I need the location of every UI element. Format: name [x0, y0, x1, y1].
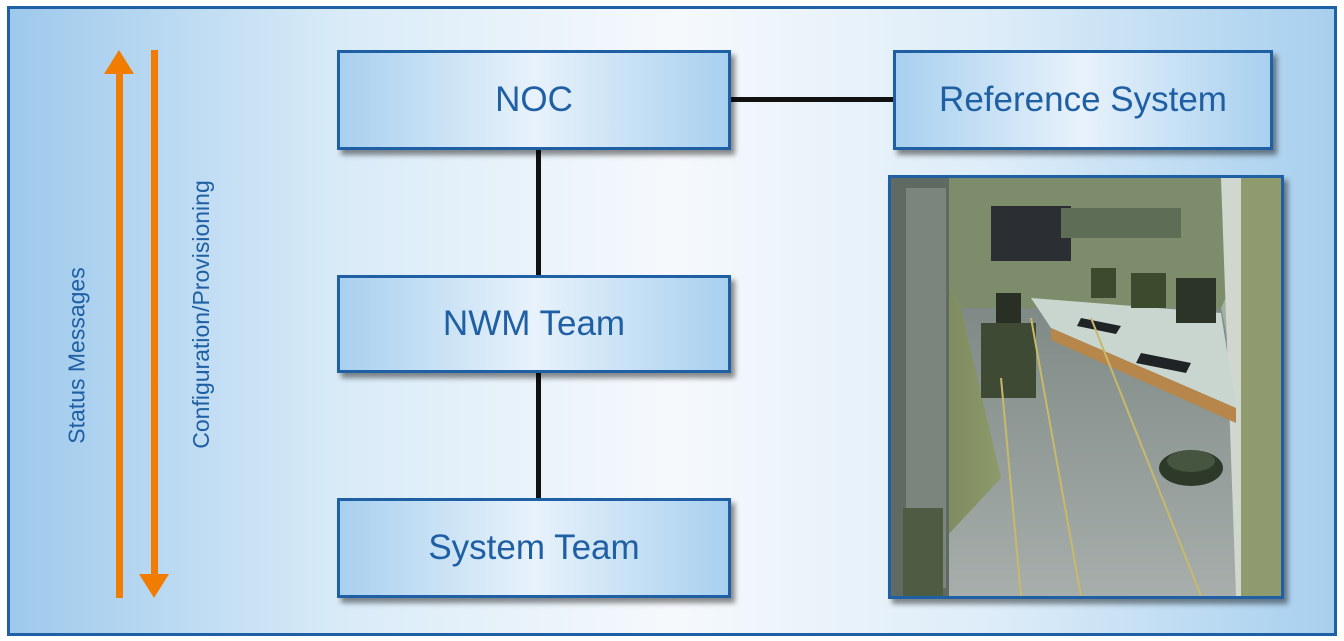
- status-messages-label: Status Messages: [63, 267, 90, 444]
- configuration-provisioning-label: Configuration/Provisioning: [188, 180, 214, 449]
- connector-nwm-system: [536, 373, 541, 498]
- connector-noc-reference: [731, 97, 893, 102]
- noc-label: NOC: [495, 80, 573, 119]
- noc-node: NOC: [337, 50, 731, 150]
- system-team-node: System Team: [337, 498, 731, 598]
- shelter-photo: [888, 175, 1284, 599]
- reference-system-label: Reference System: [939, 80, 1227, 119]
- arrows-svg: [104, 50, 169, 598]
- status-messages-arrow: [104, 50, 134, 598]
- nwm-team-label: NWM Team: [442, 304, 626, 343]
- shelter-interior-image: [891, 178, 1281, 596]
- connector-noc-nwm: [536, 150, 541, 275]
- reference-system-node: Reference System: [893, 50, 1273, 150]
- system-team-label: System Team: [428, 528, 640, 567]
- nwm-team-node: NWM Team: [337, 275, 731, 373]
- configuration-provisioning-arrow: [139, 50, 169, 598]
